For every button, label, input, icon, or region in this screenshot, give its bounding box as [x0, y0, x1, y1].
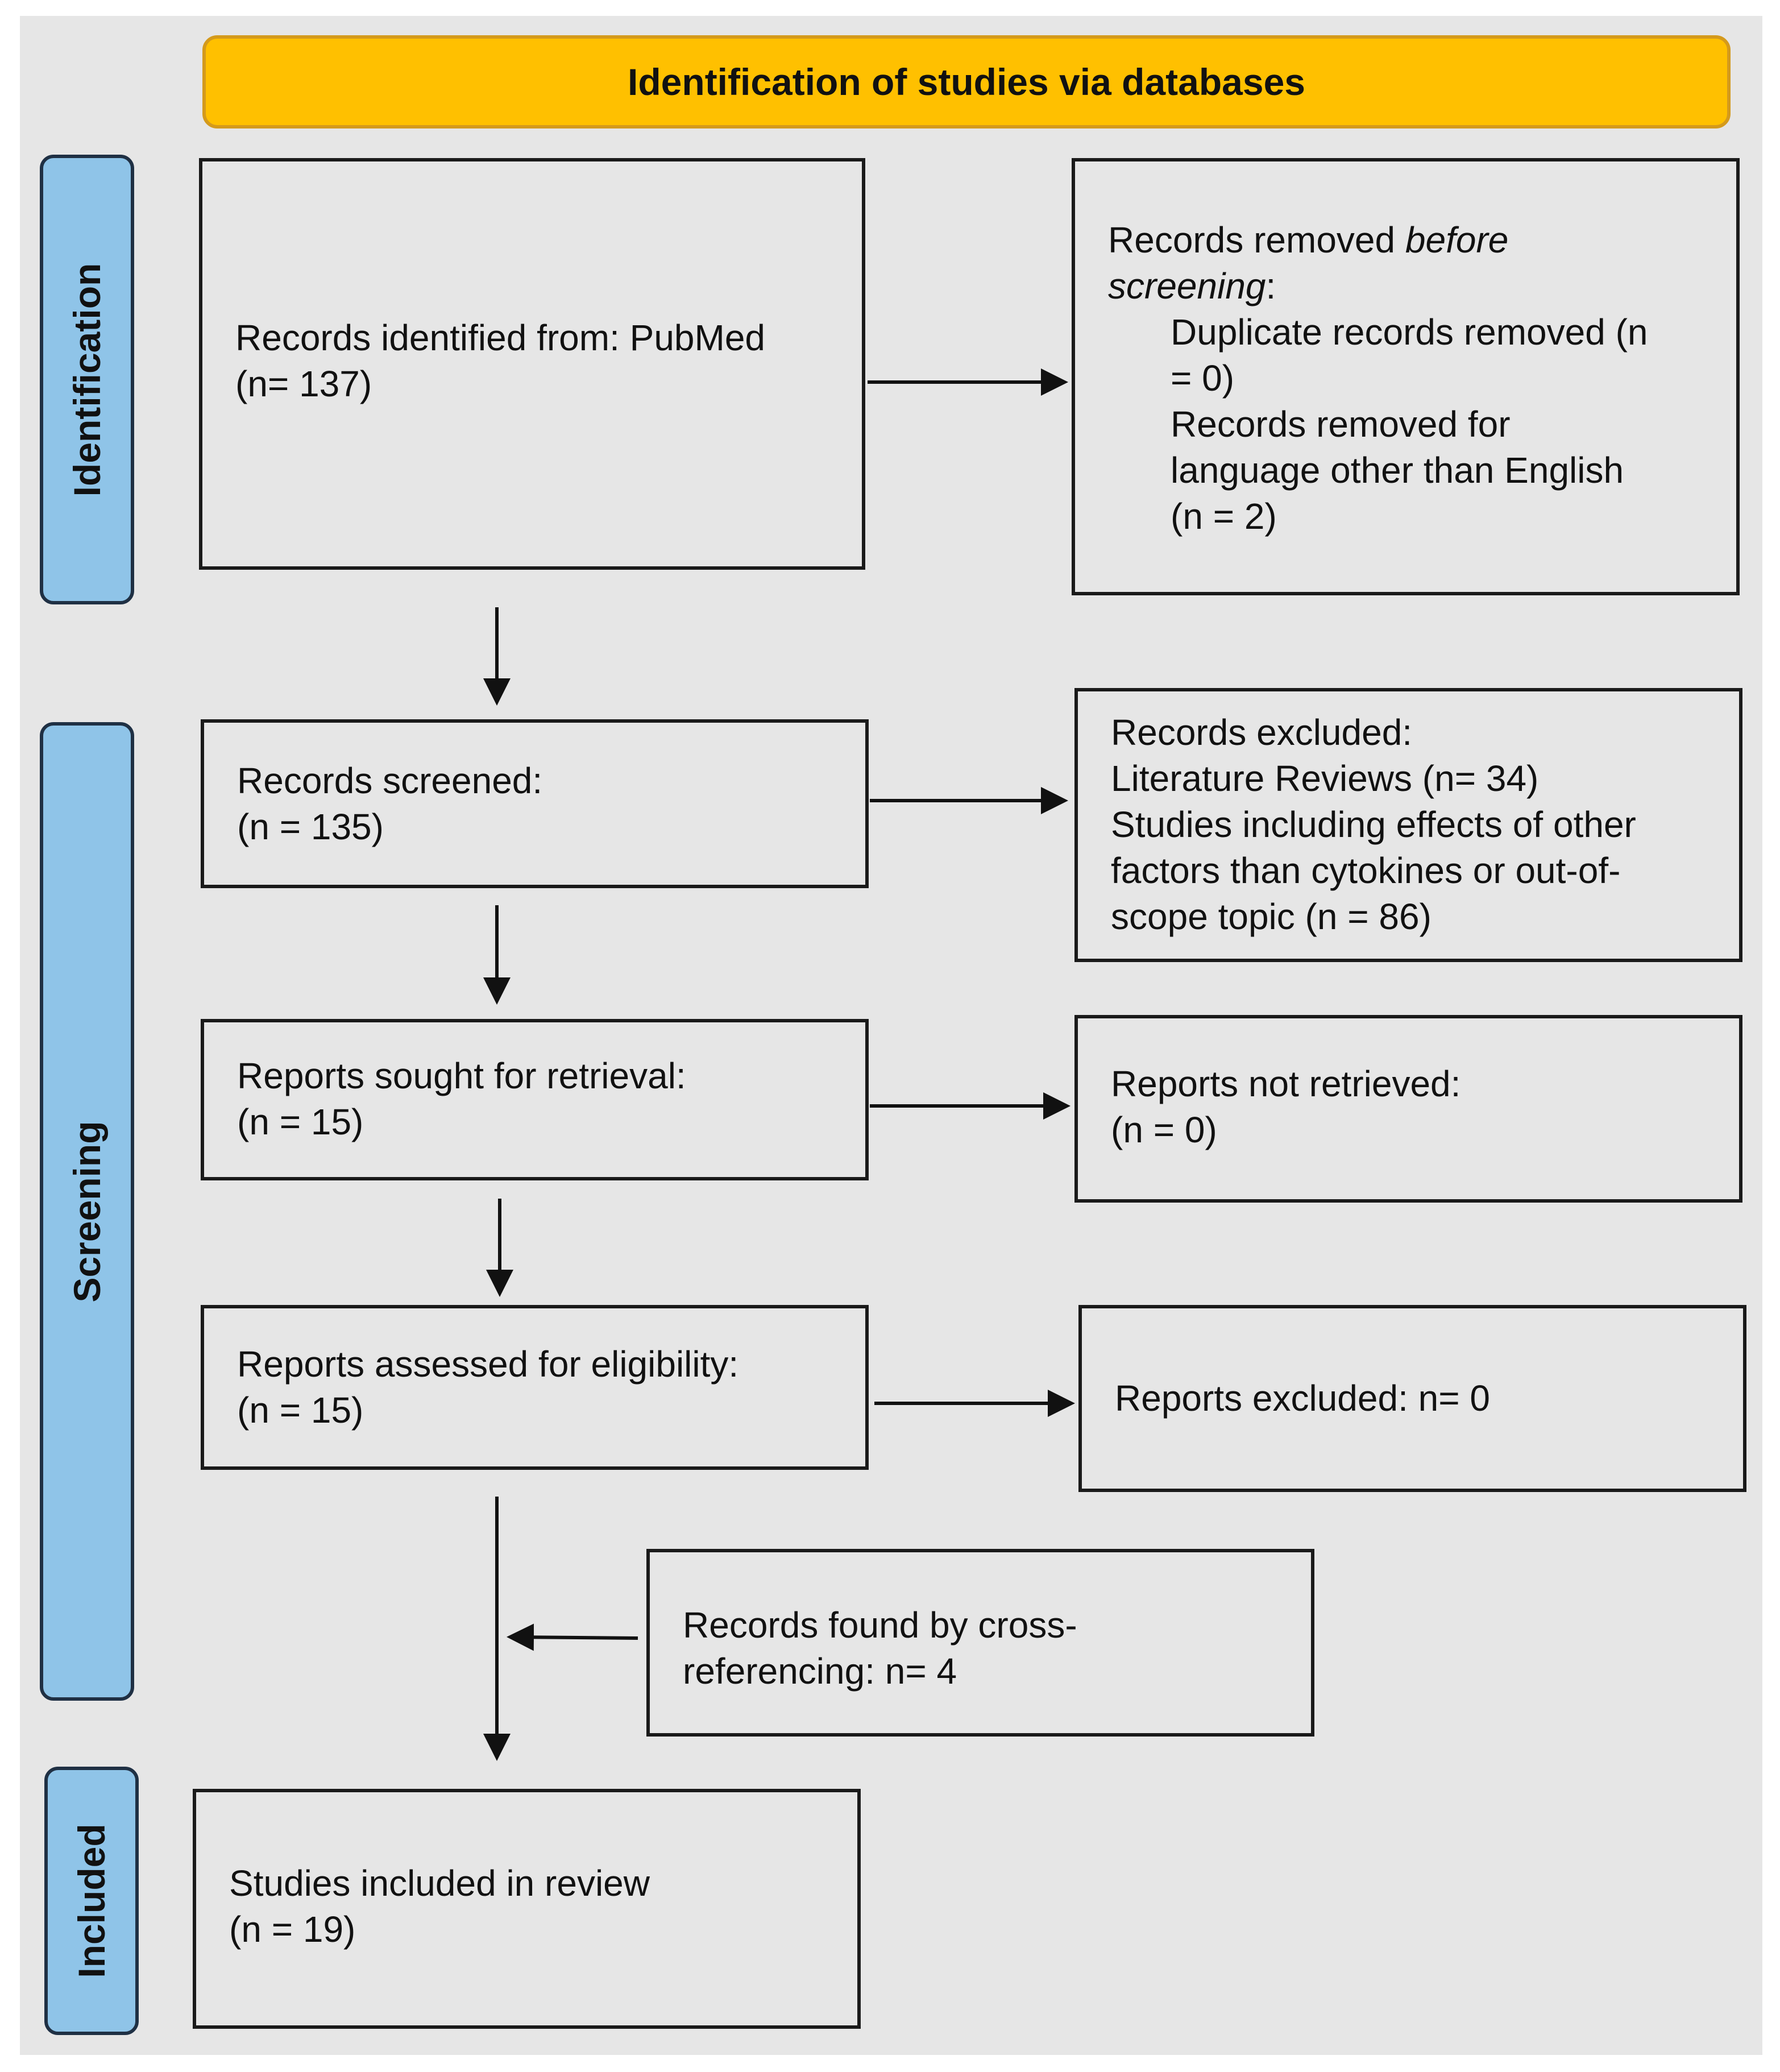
- reports-excluded-label: Reports excluded: n= 0: [1115, 1378, 1490, 1419]
- records-removed-heading: Records removed before: [1108, 219, 1509, 260]
- language-removed-text-cont: language other than English: [1171, 450, 1624, 491]
- box-records-excluded: Records excluded: Literature Reviews (n=…: [1074, 688, 1742, 962]
- other-factors-text-cont: factors than cytokines or out-of-: [1111, 850, 1621, 891]
- other-factors-text: Studies including effects of other: [1111, 804, 1636, 845]
- studies-included-label: Studies included in review: [229, 1863, 650, 1904]
- duplicates-removed-count: = 0): [1171, 358, 1235, 399]
- box-records-screened: Records screened: (n = 135): [201, 719, 869, 888]
- records-screened-count: (n = 135): [237, 806, 384, 847]
- box-reports-excluded: Reports excluded: n= 0: [1078, 1305, 1746, 1492]
- phase-included: Included: [44, 1767, 139, 2035]
- records-screened-label: Records screened:: [237, 760, 543, 801]
- records-identified-count: (n= 137): [235, 363, 372, 404]
- box-reports-not-retrieved: Reports not retrieved: (n = 0): [1074, 1015, 1742, 1203]
- box-cross-referencing: Records found by cross- referencing: n= …: [646, 1549, 1314, 1737]
- reports-not-retrieved-count: (n = 0): [1111, 1109, 1217, 1150]
- reports-not-retrieved-label: Reports not retrieved:: [1111, 1063, 1461, 1104]
- cross-referencing-text: Records found by cross-: [683, 1605, 1077, 1646]
- arrow-cross-referencing-to-main: [507, 1623, 638, 1651]
- reports-assessed-count: (n = 15): [237, 1390, 364, 1431]
- studies-included-count: (n = 19): [229, 1909, 356, 1950]
- reports-sought-label: Reports sought for retrieval:: [237, 1055, 686, 1096]
- records-removed-heading-cont: screening:: [1108, 266, 1276, 306]
- records-excluded-heading: Records excluded:: [1111, 712, 1413, 753]
- cross-referencing-count: referencing: n= 4: [683, 1651, 957, 1692]
- header-identification-of-studies: Identification of studies via databases: [202, 35, 1731, 129]
- reports-sought-count: (n = 15): [237, 1101, 364, 1142]
- box-records-identified: Records identified from: PubMed (n= 137): [199, 158, 865, 570]
- box-records-removed: Records removed before screening: Duplic…: [1072, 158, 1740, 595]
- literature-reviews-count: Literature Reviews (n= 34): [1111, 758, 1539, 799]
- reports-assessed-label: Reports assessed for eligibility:: [237, 1344, 739, 1385]
- box-studies-included: Studies included in review (n = 19): [193, 1789, 861, 2029]
- duplicates-removed-text: Duplicate records removed (n: [1171, 312, 1648, 353]
- records-identified-source: Records identified from: PubMed: [235, 317, 765, 358]
- phase-screening: Screening: [40, 722, 134, 1701]
- language-removed-count: (n = 2): [1171, 496, 1277, 537]
- phase-identification: Identification: [40, 155, 134, 604]
- language-removed-text: Records removed for: [1171, 404, 1511, 445]
- header-title: Identification of studies via databases: [628, 61, 1305, 103]
- box-reports-sought: Reports sought for retrieval: (n = 15): [201, 1019, 869, 1180]
- other-factors-count: scope topic (n = 86): [1111, 896, 1432, 937]
- box-reports-assessed: Reports assessed for eligibility: (n = 1…: [201, 1305, 869, 1470]
